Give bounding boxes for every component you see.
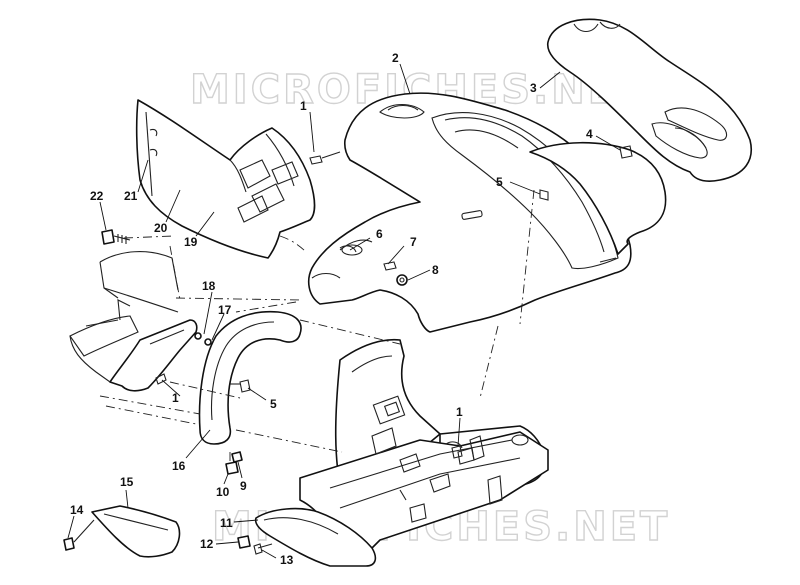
callout-5-top: 5 xyxy=(496,175,503,189)
footrest-context xyxy=(69,251,179,383)
callout-4: 4 xyxy=(586,127,593,141)
callout-10: 10 xyxy=(216,485,230,499)
callout-14: 14 xyxy=(70,503,84,517)
left-footwell-bracket xyxy=(109,319,198,392)
callout-20: 20 xyxy=(154,221,168,235)
callout-21: 21 xyxy=(124,189,138,203)
side-cover xyxy=(91,505,181,558)
left-side-panel xyxy=(135,99,316,259)
callout-15: 15 xyxy=(120,475,134,489)
watermark-top: MICROFICHES.NET xyxy=(190,67,648,113)
callout-16: 16 xyxy=(172,459,186,473)
callout-7: 7 xyxy=(410,235,417,249)
callout-12: 12 xyxy=(200,537,214,551)
callout-8: 8 xyxy=(432,263,439,277)
rear-fender xyxy=(529,141,667,255)
callout-5-flare: 5 xyxy=(270,397,277,411)
callout-22: 22 xyxy=(90,189,104,203)
main-frame xyxy=(299,338,549,567)
leader-lines xyxy=(67,63,621,559)
callout-18: 18 xyxy=(202,279,216,293)
callout-3: 3 xyxy=(530,81,537,95)
callout-11: 11 xyxy=(220,516,233,530)
left-fender-flare xyxy=(198,310,302,445)
callout-13: 13 xyxy=(280,553,294,567)
callout-9: 9 xyxy=(240,479,247,493)
callout-1-frame: 1 xyxy=(456,405,463,419)
rear-rack-cover xyxy=(546,18,752,182)
rear-mud-guard xyxy=(254,507,377,567)
callout-1-left: 1 xyxy=(172,391,179,405)
callout-6: 6 xyxy=(376,227,383,241)
callouts: 1 2 3 4 5 6 7 8 22 21 20 19 18 17 1 5 16… xyxy=(70,51,593,567)
callout-19: 19 xyxy=(184,235,198,249)
front-body-panel xyxy=(307,92,632,333)
hardware xyxy=(63,145,633,555)
assembly-lines xyxy=(99,189,535,468)
callout-2: 2 xyxy=(392,51,399,65)
callout-1-top: 1 xyxy=(300,99,307,113)
callout-17: 17 xyxy=(218,303,232,317)
